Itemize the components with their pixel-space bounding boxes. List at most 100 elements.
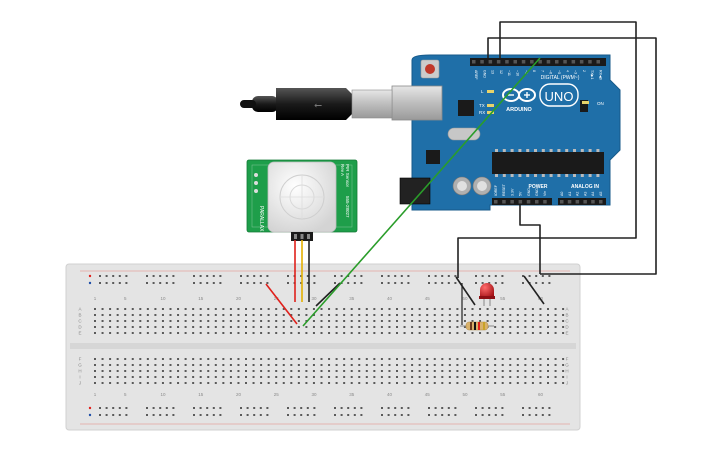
breadboard-row-letter: A [565,307,568,312]
digital-pin-label: ~9 [524,70,528,74]
power-pin-label: GND [527,188,531,196]
arduino-brand-label: ARDUINO [506,107,532,113]
breadboard-row-letter: I [79,375,80,380]
red-led[interactable] [479,283,495,306]
breadboard-row-letter: J [566,381,568,386]
breadboard-row-letter: C [78,319,82,324]
breadboard-column-number: 5 [124,296,127,301]
breadboard-row-letter: D [565,325,569,330]
tx-label: TX [479,103,485,108]
breadboard-row-letter: E [78,331,81,336]
breadboard-column-number: 30 [311,296,317,301]
black-loop-wire-1[interactable] [457,21,637,278]
analog-pin-label: A5 [599,192,603,196]
breadboard-row-letter: G [78,363,82,368]
analog-pin-label: A4 [591,192,595,196]
breadboard-row-letter: D [78,325,82,330]
digital-pin-label: 4 [565,70,569,72]
digital-pin-label: GND [482,70,486,78]
digital-pin-label: 2 [582,70,586,72]
analog-pin-label: A2 [576,192,580,196]
pir-sensor[interactable]: PARALLAX PIR Sensor Rev A 555-28027 [246,159,358,241]
analog-pin-label: A3 [583,192,587,196]
usb-cable[interactable]: ⭠ [240,88,393,120]
breadboard[interactable]: 1510152025303540455055601510152025303540… [65,263,581,431]
breadboard-column-number: 40 [387,392,393,397]
breadboard-column-number: 60 [538,392,544,397]
on-label: ON [597,101,604,106]
digital-pin-label: 8 [532,70,536,72]
digital-pin-label: AREF [474,70,478,80]
breadboard-row-letter: C [565,319,569,324]
power-label: POWER [529,184,548,190]
rx-label: RX [479,110,485,115]
breadboard-column-number: 50 [462,392,468,397]
arduino-uno-board[interactable]: UNO ARDUINO DIGITAL (PWM~) POWER ANALOG … [391,54,621,211]
breadboard-row-letter: F [79,357,82,362]
breadboard-row-letter: G [565,363,569,368]
wire-group[interactable] [265,21,657,327]
pir-part-number: 555-28027 [345,196,350,218]
digital-pin-label: ~10 [516,70,520,76]
black-jumper-wire[interactable] [315,282,341,307]
pir-rev-label: Rev A [340,164,345,176]
digital-header[interactable] [470,58,606,66]
pir-dome-lens [267,161,337,233]
digital-pwm-label: DIGITAL (PWM~) [541,75,580,81]
reset-button[interactable] [420,59,440,79]
power-pin-label: GND [535,188,539,196]
breadboard-holes[interactable] [88,274,565,417]
digital-pin-label: 7 [540,70,544,72]
breadboard-row-letter: F [566,357,569,362]
breadboard-row-letter: B [565,313,568,318]
analog-header[interactable] [558,198,606,205]
breadboard-column-number: 10 [160,296,166,301]
red-jumper-wire[interactable] [265,283,298,325]
breadboard-row-letter: H [78,369,81,374]
breadboard-column-number: 35 [349,296,355,301]
arduino-logo [502,88,536,102]
breadboard-column-number: 10 [160,392,166,397]
breadboard-column-number: 35 [349,392,355,397]
analog-pin-label: A0 [560,192,564,196]
breadboard-column-number: 5 [124,392,127,397]
breadboard-column-number: 15 [198,296,204,301]
breadboard-column-number: 1 [94,296,97,301]
breadboard-column-number: 45 [425,296,431,301]
breadboard-column-number: 50 [462,296,468,301]
breadboard-column-number: 20 [236,392,242,397]
usb-symbol-icon: ⭠ [314,100,322,111]
analog-pin-label: A1 [568,192,572,196]
breadboard-column-number: 55 [500,296,506,301]
digital-pin-label: RX◀0 [599,70,603,80]
microcontroller-chip [492,152,604,174]
digital-pin-label: ~5 [557,70,561,74]
breadboard-row-letter: H [565,369,568,374]
uno-label: UNO [545,89,574,104]
resistor[interactable] [460,321,494,331]
digital-pin-label: TX▶1 [590,70,594,79]
breadboard-column-number: 55 [500,392,506,397]
breadboard-column-number: 1 [94,392,97,397]
power-pin-label: RESET [502,183,506,196]
breadboard-column-number: 20 [236,296,242,301]
digital-pin-label: 13 [491,70,495,74]
black-jumper-wire-3[interactable] [523,275,545,305]
breadboard-row-letter: I [566,375,567,380]
black-jumper-wire-2[interactable] [455,276,476,306]
power-pin-label: Vin [543,191,547,196]
green-signal-wire[interactable] [302,57,541,327]
usb-socket [391,85,443,121]
power-pin-label: IOREF [494,184,498,196]
power-pin-label: 5V [519,191,523,196]
breadboard-row-letter: B [78,313,81,318]
black-loop-wire-2[interactable] [487,37,657,275]
breadboard-column-number: 25 [274,392,280,397]
l-led-label: L [481,89,484,94]
breadboard-row-letter: E [565,331,568,336]
gnd-wire[interactable] [519,205,541,274]
digital-pin-label: ~11 [507,70,511,76]
breadboard-column-number: 15 [198,392,204,397]
digital-pin-label: ~6 [549,70,553,74]
